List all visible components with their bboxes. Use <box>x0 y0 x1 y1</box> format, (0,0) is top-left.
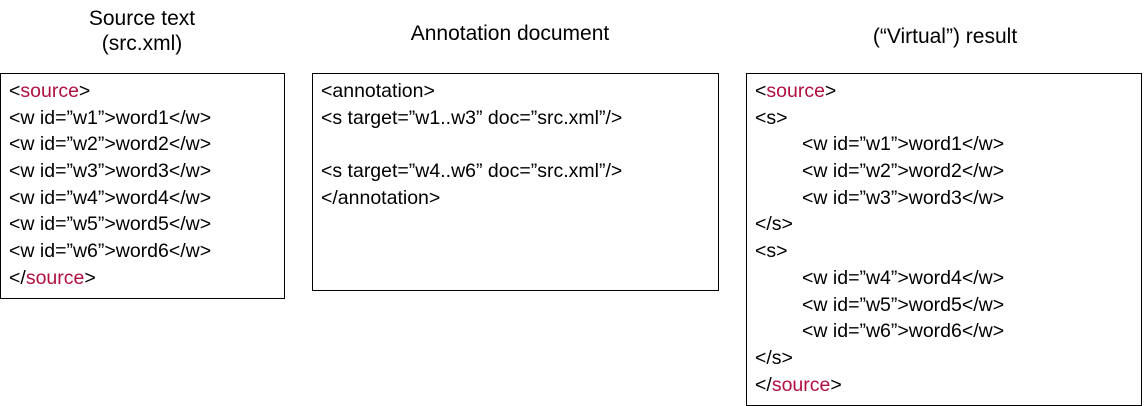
code-line: <w id=”w4”>word4</w> <box>9 185 276 212</box>
result-panel: <source><s><w id=”w1”>word1</w><w id=”w2… <box>746 73 1142 406</box>
code-line <box>321 131 710 158</box>
code-line: <s target=”w4..w6” doc=”src.xml”/> <box>321 158 710 185</box>
code-text: </ <box>9 266 26 289</box>
code-text: > <box>824 80 837 102</box>
code-text: > <box>78 80 91 102</box>
code-text: > <box>830 373 842 396</box>
code-line: </s> <box>755 211 1133 238</box>
source-heading: Source text (src.xml) <box>27 6 257 56</box>
code-text: <w id=”w6”>word6</w> <box>802 320 1005 343</box>
code-line: <w id=”w3”>word3</w> <box>755 185 1133 212</box>
code-text: <w id=”w2”>word2</w> <box>9 133 212 156</box>
code-line: <w id=”w3”>word3</w> <box>9 158 276 185</box>
code-text: < <box>755 80 767 102</box>
code-text: <s> <box>755 106 788 129</box>
annotation-heading: Annotation document <box>410 22 610 45</box>
code-text: <w id=”w1”>word1</w> <box>802 133 1005 156</box>
code-text: <w id=”w6”>word6</w> <box>9 240 212 263</box>
code-text: < <box>9 80 21 102</box>
code-line: <s> <box>755 105 1133 132</box>
code-text: </ <box>755 373 772 396</box>
code-line: <w id=”w4”>word4</w> <box>755 265 1133 292</box>
annotation-panel: <annotation> <s target=”w1..w3” doc=”src.… <box>312 73 719 291</box>
code-line: <w id=”w6”>word6</w> <box>755 318 1133 345</box>
code-line: </source> <box>9 265 276 292</box>
code-text: <w id=”w2”>word2</w> <box>802 160 1005 183</box>
code-line: <w id=”w2”>word2</w> <box>755 158 1133 185</box>
code-text: <s target=”w1..w3” doc=”src.xml”/> <box>321 106 623 129</box>
tag-keyword: source <box>766 80 825 102</box>
tag-keyword: source <box>771 373 831 396</box>
code-text: <w id=”w5”>word5</w> <box>802 293 1005 316</box>
code-text: <w id=”w4”>word4</w> <box>9 186 212 209</box>
code-text: <w id=”w3”>word3</w> <box>9 160 212 183</box>
code-line: </s> <box>755 345 1133 372</box>
tag-keyword: source <box>25 266 85 289</box>
code-line: <source> <box>9 78 276 105</box>
code-line: <w id=”w1”>word1</w> <box>755 131 1133 158</box>
code-line: <annotation> <box>321 78 710 105</box>
code-text: <s target=”w4..w6” doc=”src.xml”/> <box>321 160 623 183</box>
code-line: <source> <box>755 78 1133 105</box>
code-line: <w id=”w1”>word1</w> <box>9 105 276 132</box>
code-text: > <box>84 266 96 289</box>
code-line: <s> <box>755 238 1133 265</box>
code-line: <w id=”w6”>word6</w> <box>9 238 276 265</box>
code-line: </source> <box>755 372 1133 399</box>
code-text: <w id=”w3”>word3</w> <box>802 186 1005 209</box>
code-line: <w id=”w2”>word2</w> <box>9 131 276 158</box>
code-line: <w id=”w5”>word5</w> <box>755 292 1133 319</box>
code-text: <s> <box>755 240 788 263</box>
source-heading-line-2: (src.xml) <box>101 32 183 55</box>
code-text: </s> <box>755 213 793 236</box>
code-text: <w id=”w4”>word4</w> <box>802 266 1005 289</box>
source-heading-line-1: Source text <box>88 7 196 30</box>
code-text: <w id=”w5”>word5</w> <box>9 213 212 236</box>
code-text: </s> <box>755 346 793 369</box>
code-line: <w id=”w5”>word5</w> <box>9 211 276 238</box>
result-heading: (“Virtual”) result <box>872 25 1018 48</box>
code-text: <annotation> <box>321 80 435 102</box>
code-text: <w id=”w1”>word1</w> <box>9 106 212 129</box>
code-line: <s target=”w1..w3” doc=”src.xml”/> <box>321 105 710 132</box>
code-line: </annotation> <box>321 185 710 212</box>
source-panel: <source><w id=”w1”>word1</w><w id=”w2”>w… <box>0 73 285 299</box>
code-text: </annotation> <box>321 186 441 209</box>
tag-keyword: source <box>20 80 79 102</box>
